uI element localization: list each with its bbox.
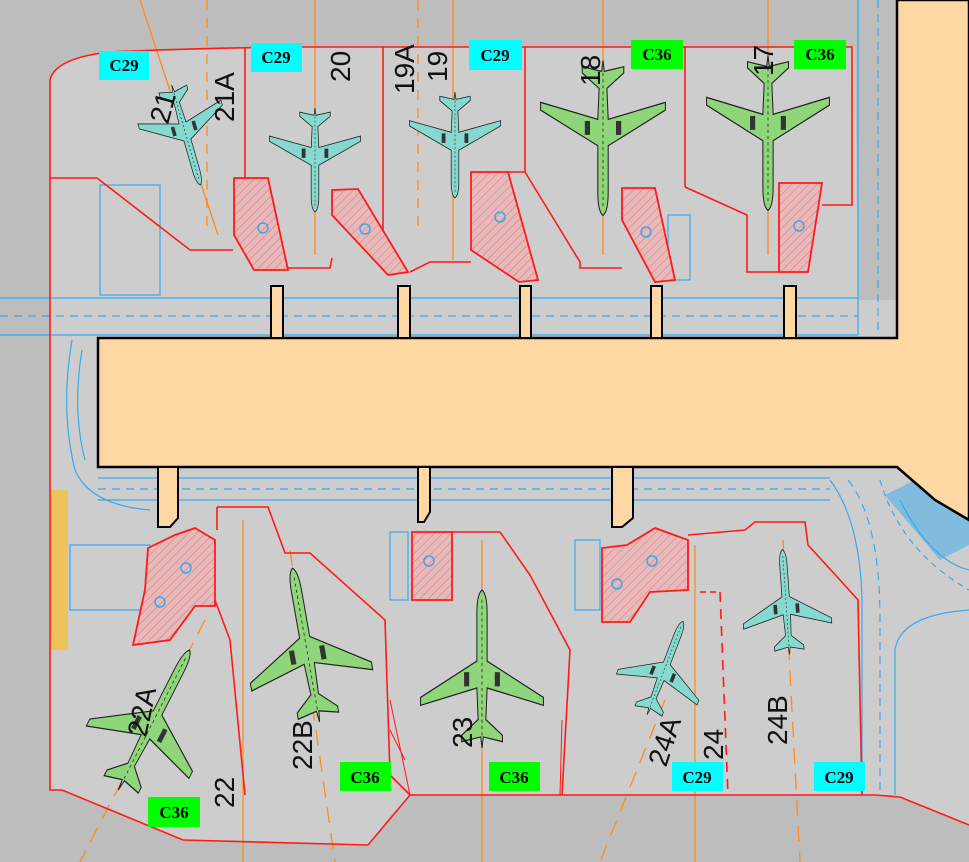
hydrant-circles bbox=[154, 211, 805, 608]
svg-text:C29: C29 bbox=[824, 768, 853, 787]
stand-label-22: 22 bbox=[209, 777, 240, 808]
blue-hatched-zone bbox=[885, 480, 969, 560]
aircraft-class-badge-23: C36 bbox=[489, 762, 540, 791]
stand-label-17: 17 bbox=[748, 45, 779, 76]
stand-label-21a: 21A bbox=[209, 72, 240, 122]
yellow-hatched-strip bbox=[50, 490, 68, 650]
stand-label-24b: 24B bbox=[762, 695, 793, 745]
svg-text:C36: C36 bbox=[350, 768, 379, 787]
stand-label-19a: 19A bbox=[389, 44, 420, 94]
taxiway-markings bbox=[0, 0, 969, 795]
svg-text:C29: C29 bbox=[261, 48, 290, 67]
stand-label-23: 23 bbox=[447, 717, 478, 748]
equipment-restriction-zones bbox=[131, 171, 824, 647]
aircraft-class-badge-22a: C36 bbox=[148, 797, 200, 827]
stand-label-18: 18 bbox=[575, 55, 606, 86]
stand-label-22b: 22B bbox=[287, 720, 318, 770]
aircraft-class-badge-24: C29 bbox=[672, 762, 723, 791]
aircraft-class-badge-19: C29 bbox=[469, 40, 522, 70]
apron-south bbox=[50, 300, 969, 845]
aircraft-class-badge-18: C36 bbox=[631, 40, 683, 69]
svg-text:C29: C29 bbox=[682, 768, 711, 787]
stand-label-24: 24 bbox=[698, 729, 729, 760]
stand-boundaries bbox=[49, 46, 969, 846]
svg-text:C36: C36 bbox=[805, 45, 834, 64]
aircraft-class-badge-20: C29 bbox=[251, 43, 302, 72]
aircraft-class-badge-24b: C29 bbox=[814, 762, 865, 791]
svg-text:C29: C29 bbox=[109, 56, 138, 75]
aircraft-class-badge-22b: C36 bbox=[340, 762, 391, 791]
aircraft-class-badge-21: C29 bbox=[99, 51, 149, 80]
svg-text:C36: C36 bbox=[159, 803, 188, 822]
svg-text:C36: C36 bbox=[499, 768, 528, 787]
svg-text:C36: C36 bbox=[642, 45, 671, 64]
aircraft-class-badge-17: C36 bbox=[794, 40, 846, 69]
stand-label-20: 20 bbox=[325, 51, 356, 82]
terminal-building bbox=[96, 0, 969, 522]
jet-bridges bbox=[157, 285, 797, 528]
svg-text:C29: C29 bbox=[480, 46, 509, 65]
stand-label-19: 19 bbox=[422, 51, 453, 82]
